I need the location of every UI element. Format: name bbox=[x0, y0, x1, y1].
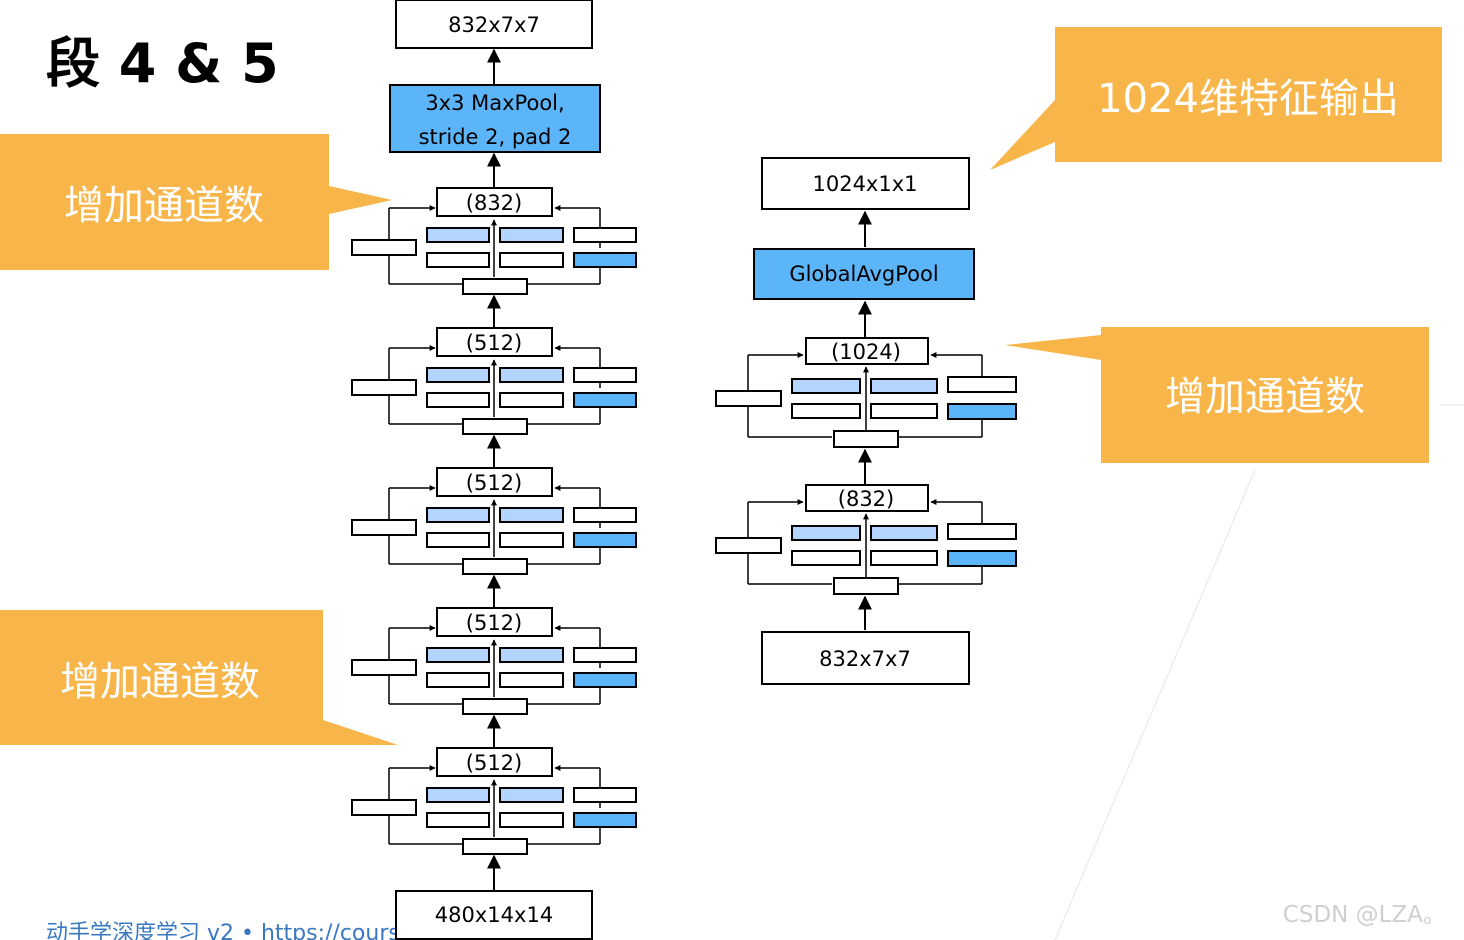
global-avg-pool-box bbox=[753, 248, 975, 300]
inception-block: (832) bbox=[715, 484, 1017, 595]
inception-block: (832) bbox=[351, 187, 637, 295]
block-label: (512) bbox=[466, 751, 522, 775]
callout-left-bottom: 增加通道数 bbox=[0, 610, 398, 745]
left-input-label: 480x14x14 bbox=[435, 903, 553, 927]
block-label: (1024) bbox=[831, 340, 901, 364]
callout-left-top-text: 增加通道数 bbox=[64, 183, 264, 229]
block-label: (512) bbox=[466, 611, 522, 635]
block-label: (512) bbox=[466, 471, 522, 495]
maxpool-box bbox=[389, 84, 601, 153]
inception-block: (512) bbox=[351, 467, 637, 575]
right-input-box bbox=[761, 631, 970, 685]
maxpool-label-line1: 3x3 MaxPool, bbox=[425, 91, 564, 115]
block-label: (832) bbox=[466, 191, 522, 215]
left-input-box bbox=[395, 890, 593, 940]
left-output-label: 832x7x7 bbox=[448, 13, 540, 37]
callout-right-channels-text: 增加通道数 bbox=[1165, 374, 1365, 420]
callout-left-bottom-text: 增加通道数 bbox=[60, 659, 260, 705]
global-avg-pool-label: GlobalAvgPool bbox=[789, 262, 938, 286]
callout-left-top: 增加通道数 bbox=[0, 134, 392, 270]
callout-right-feature-text: 1024维特征输出 bbox=[1097, 76, 1399, 122]
right-input-label: 832x7x7 bbox=[819, 647, 911, 671]
inception-block: (512) bbox=[351, 607, 637, 715]
right-output-label: 1024x1x1 bbox=[812, 172, 917, 196]
page-title: 段 4 & 5 bbox=[46, 32, 279, 95]
background-line bbox=[1054, 469, 1256, 940]
inception-block: (512) bbox=[351, 327, 637, 435]
watermark: CSDN @LZA。 bbox=[1283, 902, 1446, 928]
block-label: (832) bbox=[838, 487, 894, 511]
maxpool-label-line2: stride 2, pad 2 bbox=[419, 125, 572, 149]
left-output-box bbox=[395, 0, 593, 49]
block-label: (512) bbox=[466, 331, 522, 355]
callout-right-channels: 增加通道数 bbox=[1005, 327, 1429, 463]
inception-block: (512) bbox=[351, 747, 637, 855]
callout-right-feature: 1024维特征输出 bbox=[990, 27, 1442, 170]
inception-block: (1024) bbox=[715, 337, 1017, 448]
right-output-box bbox=[761, 157, 970, 210]
